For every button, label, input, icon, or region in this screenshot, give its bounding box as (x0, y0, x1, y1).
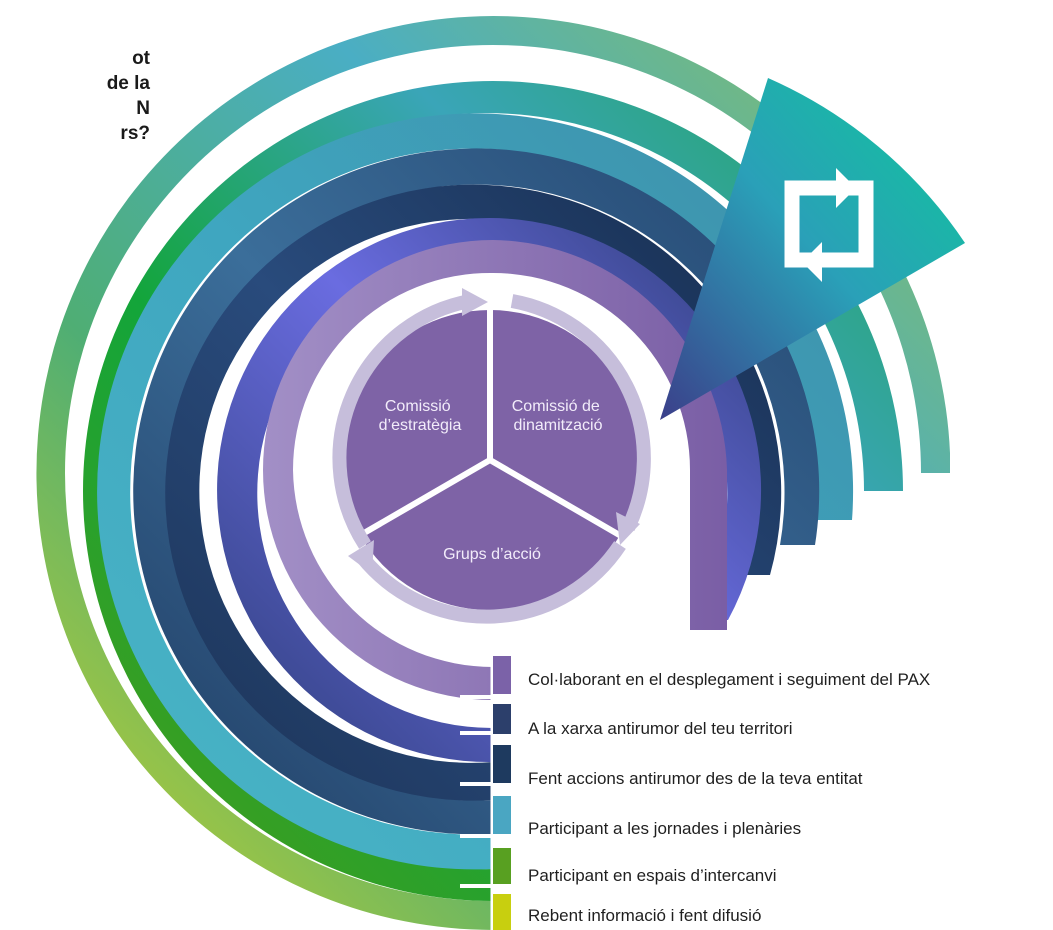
refresh-cycle-arrowheads (802, 168, 856, 282)
level-label-network: A la xarxa antirumor del teu territori (528, 719, 793, 738)
question-line: ot (132, 48, 150, 69)
legend-swatch (493, 894, 511, 930)
label-action-groups: Grups d’acció (443, 546, 541, 563)
level-label-exchange: Participant en espais d’intercanvi (528, 866, 777, 885)
level-label-plenary: Participant a les jornades i plenàries (528, 819, 802, 838)
legend-swatch (493, 796, 511, 834)
cycle-arrowheads (348, 288, 640, 574)
level-label-pax: Col·laborant en el desplegament i seguim… (528, 670, 931, 689)
question-line: rs? (120, 123, 150, 144)
question-line: N (136, 98, 150, 119)
label-strategy-commission: Comissió d’estratègia (379, 398, 462, 434)
legend-swatch (493, 745, 511, 783)
legend-swatch (493, 656, 511, 694)
pie-dividers (350, 300, 630, 543)
question-text: ot de la N rs? (0, 46, 150, 146)
level-label-entity: Fent accions antirumor des de la teva en… (528, 769, 863, 788)
level-label-information: Rebent informació i fent difusió (528, 906, 762, 925)
legend-swatch (493, 848, 511, 884)
label-dynamization-commission: Comissió de dinamització (512, 398, 604, 434)
highlight-wedge (660, 78, 965, 420)
legend-swatch (493, 704, 511, 734)
question-line: de la (106, 73, 150, 94)
cycle-arrows (332, 294, 651, 624)
